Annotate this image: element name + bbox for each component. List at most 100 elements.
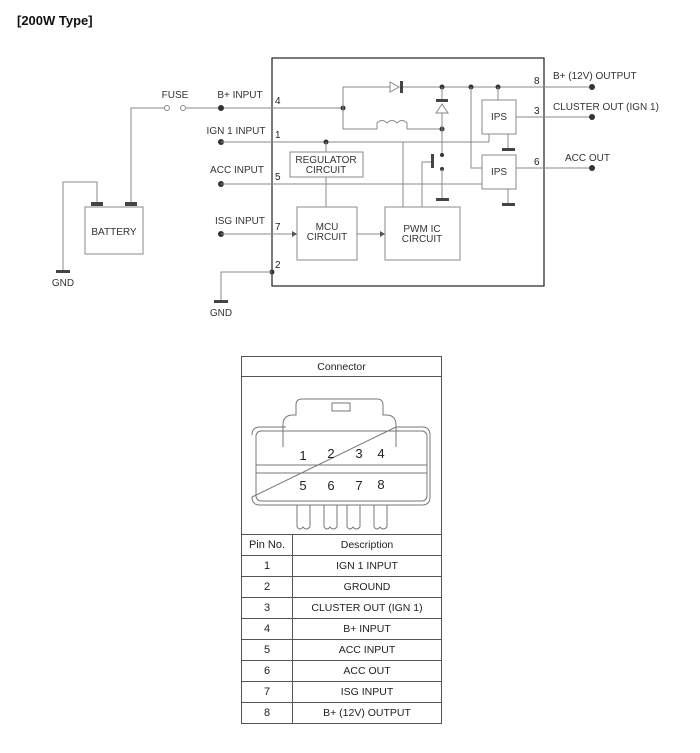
column-header-description: Description — [292, 534, 442, 556]
freewheel-diode-icon — [435, 103, 449, 114]
connector-tab-left — [296, 505, 338, 527]
connector-tab-feet — [296, 526, 388, 530]
diode-icon — [389, 81, 401, 93]
ground-symbol-module — [214, 300, 228, 303]
pin-label-2: 2 — [275, 260, 281, 271]
ips-bottom-block — [481, 154, 517, 190]
pin-number: 5 — [241, 639, 293, 661]
battery-terminal-neg — [91, 202, 103, 206]
battery-ground-wire — [62, 181, 98, 270]
connector-latch — [331, 402, 351, 412]
fuse-terminal-b — [180, 105, 186, 111]
ips-bottom-label: IPS — [491, 167, 507, 178]
mcu-label-2: CIRCUIT — [307, 232, 348, 243]
switch-node-top — [440, 153, 444, 157]
inductor-path-wire — [342, 108, 377, 130]
pin-number: 1 — [241, 555, 293, 577]
face-pin-1: 1 — [299, 448, 306, 463]
pin-description: ACC OUT — [292, 660, 442, 682]
pin-label-5: 5 — [275, 172, 281, 183]
fuse — [164, 105, 186, 111]
b-plus-input-terminal — [218, 105, 224, 111]
fuse-label: FUSE — [162, 90, 189, 101]
ips-top-label: IPS — [491, 112, 507, 123]
mcu-label-1: MCU — [316, 222, 339, 233]
connector-face-cell: 1 2 3 4 5 6 7 8 — [241, 376, 442, 535]
pin-label-3: 3 — [534, 106, 540, 117]
module-ground-wire — [220, 271, 272, 300]
table-row: 8 B+ (12V) OUTPUT — [241, 702, 442, 724]
connector-housing-body — [251, 426, 431, 506]
cluster-out-terminal — [589, 114, 595, 120]
b-plus-output-terminal — [589, 84, 595, 90]
diagram-title: [200W Type] — [17, 13, 93, 28]
diode-cathode — [400, 81, 403, 93]
pin-label-7: 7 — [275, 222, 281, 233]
pin-description: CLUSTER OUT (IGN 1) — [292, 597, 442, 619]
table-row: 7 ISG INPUT — [241, 681, 442, 703]
pin-label-8: 8 — [534, 76, 540, 87]
pin-number: 2 — [241, 576, 293, 598]
ign1-input-label: IGN 1 INPUT — [207, 126, 266, 137]
ground-symbol-ips-top — [502, 148, 515, 151]
gate-drive-wire — [421, 161, 431, 207]
table-row: 3 CLUSTER OUT (IGN 1) — [241, 597, 442, 619]
face-pin-6: 6 — [327, 478, 334, 493]
pin-description: GROUND — [292, 576, 442, 598]
b-plus-output-label: B+ (12V) OUTPUT — [553, 71, 637, 82]
gnd-label-battery: GND — [52, 278, 74, 289]
circuit-schematic: BATTERY GND FUSE B+ INPUT IGN 1 INPUT AC… — [52, 57, 659, 319]
pwm-label-1: PWM IC — [403, 224, 440, 235]
battery: BATTERY — [84, 202, 144, 255]
pin-description: B+ INPUT — [292, 618, 442, 640]
table-row: 4 B+ INPUT — [241, 618, 442, 640]
battery-positive-wire — [130, 107, 165, 202]
fuse-terminal-a — [164, 105, 170, 111]
connector-tab-right — [346, 505, 388, 527]
pwm-label-2: CIRCUIT — [402, 234, 443, 245]
arrow-icon-pwm — [380, 231, 385, 237]
face-pin-8: 8 — [377, 477, 384, 492]
face-pin-7: 7 — [355, 478, 362, 493]
connector-title: Connector — [241, 356, 442, 377]
face-pin-3: 3 — [355, 446, 362, 461]
pin-description: ISG INPUT — [292, 681, 442, 703]
pin-number: 3 — [241, 597, 293, 619]
regulator-label-1: REGULATOR — [295, 155, 356, 166]
battery-terminal-pos — [125, 202, 137, 206]
pin-label-4: 4 — [275, 96, 281, 107]
table-row: 2 GROUND — [241, 576, 442, 598]
table-row: 6 ACC OUT — [241, 660, 442, 682]
pin-label-6: 6 — [534, 157, 540, 168]
acc-out-terminal — [589, 165, 595, 171]
face-pin-5: 5 — [299, 478, 306, 493]
pin-number: 4 — [241, 618, 293, 640]
table-row: 5 ACC INPUT — [241, 639, 442, 661]
pin-description: ACC INPUT — [292, 639, 442, 661]
column-header-pin: Pin No. — [241, 534, 293, 556]
face-pin-4: 4 — [377, 446, 384, 461]
face-pin-2: 2 — [327, 446, 334, 461]
b-plus-input-label: B+ INPUT — [217, 90, 262, 101]
pin-description: B+ (12V) OUTPUT — [292, 702, 442, 724]
pin-description: IGN 1 INPUT — [292, 555, 442, 577]
pin-label-1: 1 — [275, 130, 281, 141]
switch-gate — [431, 154, 434, 168]
inductor-icon — [376, 120, 408, 129]
connector-face-drawing: 1 2 3 4 5 6 7 8 — [251, 398, 431, 530]
pwm-ic-circuit-block — [384, 206, 461, 261]
regulator-label-2: CIRCUIT — [306, 165, 347, 176]
battery-box — [84, 206, 144, 255]
connector-housing-top — [282, 398, 397, 447]
cluster-out-label: CLUSTER OUT (IGN 1) — [553, 102, 659, 113]
acc-out-label: ACC OUT — [565, 153, 610, 164]
ips-bottom-supply-wire — [470, 87, 482, 169]
diode-path-wire — [342, 86, 390, 108]
module-frame — [271, 57, 545, 287]
acc-input-label: ACC INPUT — [210, 165, 264, 176]
pin-number: 6 — [241, 660, 293, 682]
ground-symbol-ips-bottom — [502, 203, 515, 206]
zener-bar — [436, 99, 448, 102]
pin-number: 7 — [241, 681, 293, 703]
connector-inner-frame — [255, 430, 428, 502]
